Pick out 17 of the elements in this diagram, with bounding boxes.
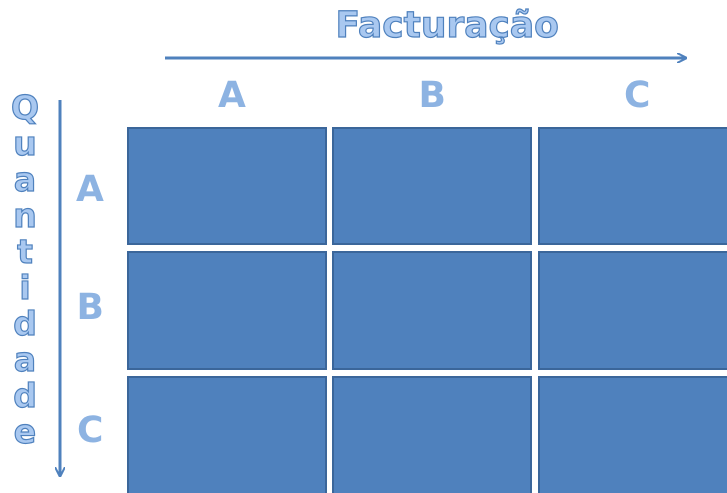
matrix-cell [332,127,532,245]
column-label: A [218,78,246,114]
matrix-cell [127,127,327,245]
matrix-cell [538,127,727,245]
axis-title: Facturação [336,8,559,44]
matrix-cell [127,376,327,493]
column-label: C [624,78,650,114]
axis-title: Quantidade [8,88,42,448]
matrix-cell [538,251,727,370]
matrix-cell [332,251,532,370]
matrix-cell [127,251,327,370]
row-label: A [76,172,104,208]
matrix-cell [332,376,532,493]
matrix-cell [538,376,727,493]
row-label: B [76,290,104,326]
row-label: C [77,413,104,449]
column-label: B [418,78,446,114]
